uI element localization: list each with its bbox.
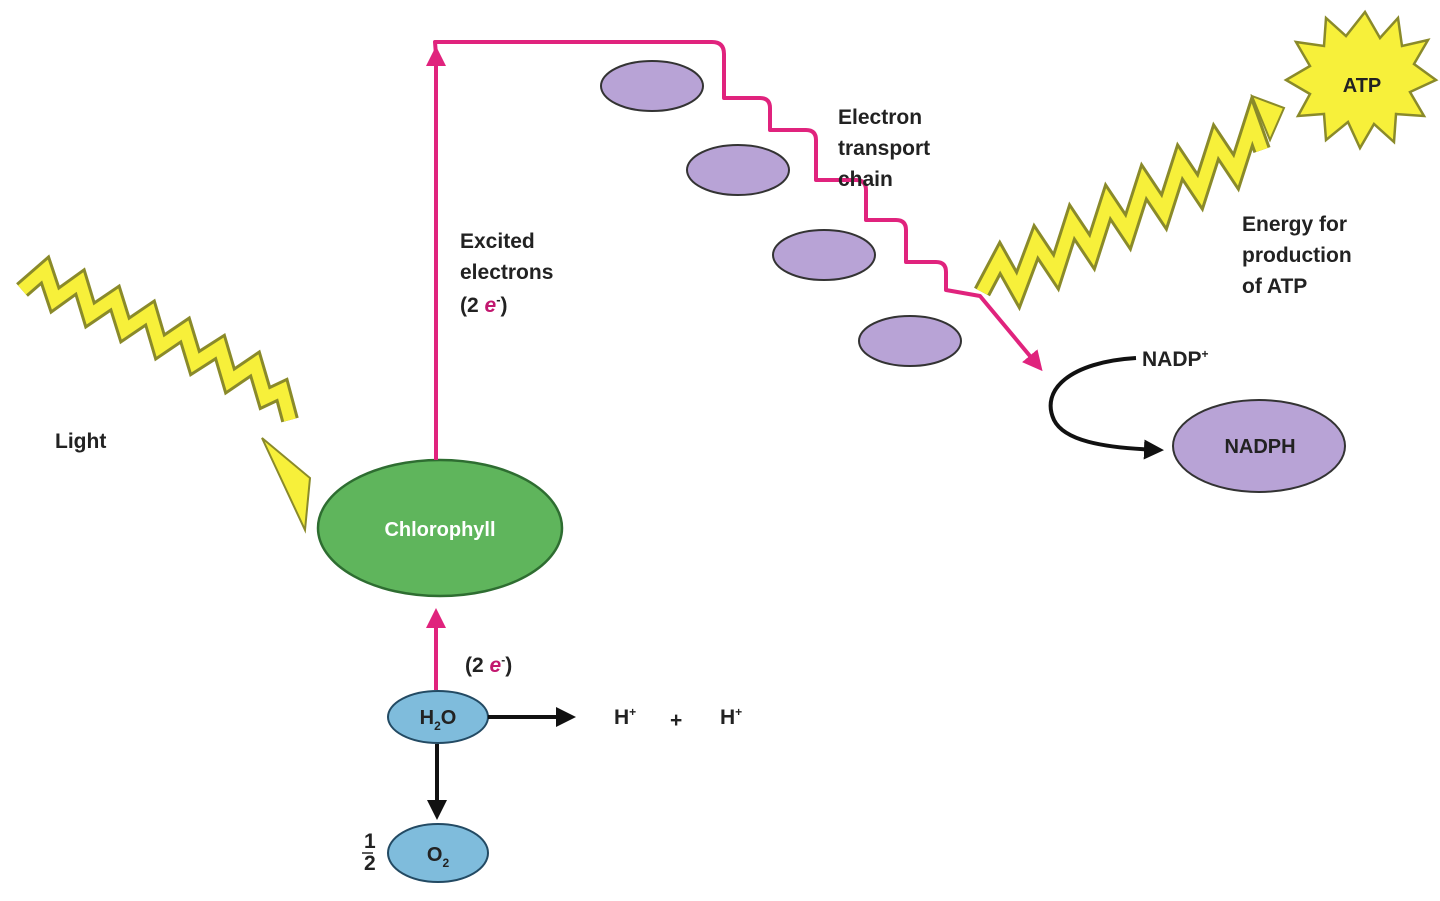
- o2-label: O2: [427, 844, 450, 870]
- half-numerator: 1: [364, 830, 376, 853]
- excited-label-line3: (2 e-): [460, 292, 508, 317]
- half-denominator: 2: [364, 852, 376, 875]
- nadp-reduction-arrow: [1048, 356, 1164, 460]
- atp-label: ATP: [1343, 75, 1382, 97]
- o2-node: [387, 823, 489, 883]
- excited-label-line2: electrons: [460, 261, 553, 284]
- energy-label-line2: production: [1242, 244, 1352, 267]
- etc-carrier-1: [600, 60, 704, 112]
- etc-carrier-3: [772, 229, 876, 281]
- atp-arrowhead: [1250, 94, 1286, 143]
- h2o-label: H2O: [420, 707, 457, 733]
- excited-label-line1: Excited: [460, 230, 535, 253]
- light-label: Light: [55, 430, 106, 453]
- h2o-node: [387, 690, 489, 744]
- water-electrons-label: (2 e-): [465, 653, 512, 677]
- atp-starburst: [1283, 9, 1439, 151]
- etc-carrier-2: [686, 144, 790, 196]
- chlorophyll-node: [316, 458, 564, 598]
- light-zigzag: [16, 254, 312, 534]
- plus-sign: +: [670, 709, 682, 732]
- etc-carrier-4: [858, 315, 962, 367]
- excited-electron-path: [433, 40, 1043, 460]
- hplus-1-label: H+: [614, 705, 636, 729]
- energy-label-line3: of ATP: [1242, 275, 1307, 298]
- etc-label-line1: Electron: [838, 106, 922, 129]
- etc-label-line3: chain: [838, 168, 893, 191]
- energy-label-line1: Energy for: [1242, 213, 1347, 236]
- atp-energy-zigzag: [974, 93, 1286, 312]
- nadph-node: [1172, 399, 1346, 493]
- nadph-label: NADPH: [1224, 436, 1295, 458]
- hplus-2-label: H+: [720, 705, 742, 729]
- etc-label-line2: transport: [838, 137, 930, 160]
- light-arrowhead: [261, 437, 312, 534]
- nadp-label: NADP+: [1142, 347, 1209, 371]
- chlorophyll-label: Chlorophyll: [384, 519, 495, 541]
